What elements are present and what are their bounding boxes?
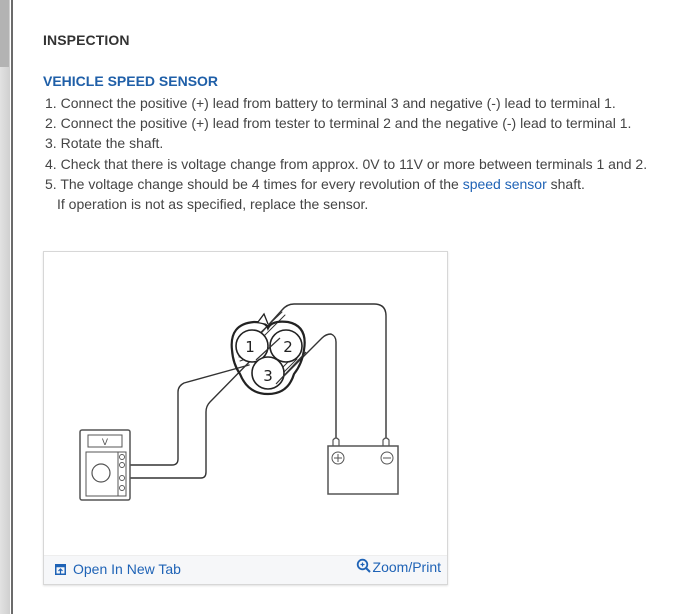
scrollbar-thumb[interactable]: [0, 0, 9, 67]
battery: [327, 437, 399, 495]
left-divider: [11, 0, 13, 614]
zoom-print-label: Zoom/Print: [372, 559, 441, 575]
terminal-2-label: 2: [283, 338, 293, 356]
sensor-connector: [230, 312, 306, 396]
section-title: INSPECTION: [43, 32, 130, 48]
step-text: Check that there is voltage change from …: [60, 155, 648, 172]
open-in-new-tab-button[interactable]: Open In New Tab: [55, 561, 181, 577]
step-item: 1. Connect the positive (+) lead from ba…: [43, 93, 647, 113]
terminal-1-label: 1: [245, 338, 255, 356]
step-item: 2. Connect the positive (+) lead from te…: [43, 113, 647, 133]
step-item: 5. The voltage change should be 4 times …: [43, 174, 647, 194]
zoom-print-button[interactable]: Zoom/Print: [356, 558, 441, 575]
voltmeter-label: V: [102, 438, 109, 448]
step-number: 1.: [45, 95, 57, 111]
step-text: Rotate the shaft.: [60, 135, 164, 152]
zoom-in-icon: [356, 558, 371, 573]
scrollbar-track[interactable]: [0, 0, 10, 614]
figure-footer: Open In New Tab Zoom/Print: [44, 555, 447, 584]
note-text: If operation is not as specified, replac…: [57, 196, 369, 213]
step-number: 4.: [45, 155, 57, 172]
terminal-3-label: 3: [263, 367, 273, 385]
figure-box: 1 2 3 V: [43, 251, 448, 585]
step-item: 3. Rotate the shaft.: [43, 133, 647, 153]
wiring-diagram[interactable]: 1 2 3 V: [44, 252, 447, 555]
step-number: 5.: [45, 175, 57, 192]
step-text: The voltage change should be 4 times for…: [60, 175, 463, 192]
procedure-steps: 1. Connect the positive (+) lead from ba…: [43, 93, 647, 214]
step-text: Connect the positive (+) lead from batte…: [60, 95, 616, 111]
step-text: shaft.: [546, 175, 585, 192]
procedure-title: VEHICLE SPEED SENSOR: [43, 73, 219, 89]
open-in-new-tab-label: Open In New Tab: [73, 561, 181, 577]
speed-sensor-link[interactable]: speed sensor: [462, 175, 547, 192]
step-number: 2.: [45, 115, 57, 132]
voltmeter-tester: [79, 429, 131, 501]
step-number: 3.: [45, 135, 57, 152]
new-tab-icon: [55, 563, 66, 575]
step-text: Connect the positive (+) lead from teste…: [60, 115, 632, 132]
step-item: 4. Check that there is voltage change fr…: [43, 154, 647, 174]
